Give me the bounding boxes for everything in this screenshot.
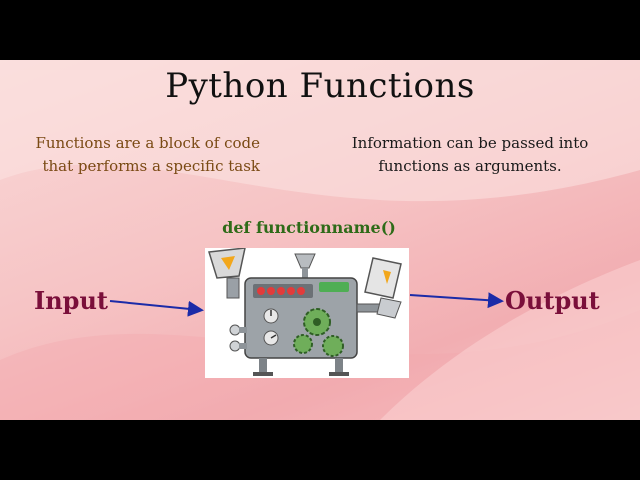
slide-title: Python Functions bbox=[165, 66, 475, 106]
machine-icon bbox=[208, 248, 402, 376]
description-right: Information can be passed into functions… bbox=[351, 134, 589, 175]
input-label: Input bbox=[34, 286, 108, 315]
letterbox-bottom bbox=[0, 420, 640, 480]
slide: Python Functions Functions are a block o… bbox=[0, 60, 640, 420]
function-machine bbox=[205, 248, 409, 378]
output-label: Output bbox=[505, 286, 600, 315]
description-left: Functions are a block of code that perfo… bbox=[35, 134, 260, 175]
letterbox-top bbox=[0, 0, 640, 60]
function-label: def functionname() bbox=[222, 218, 396, 237]
